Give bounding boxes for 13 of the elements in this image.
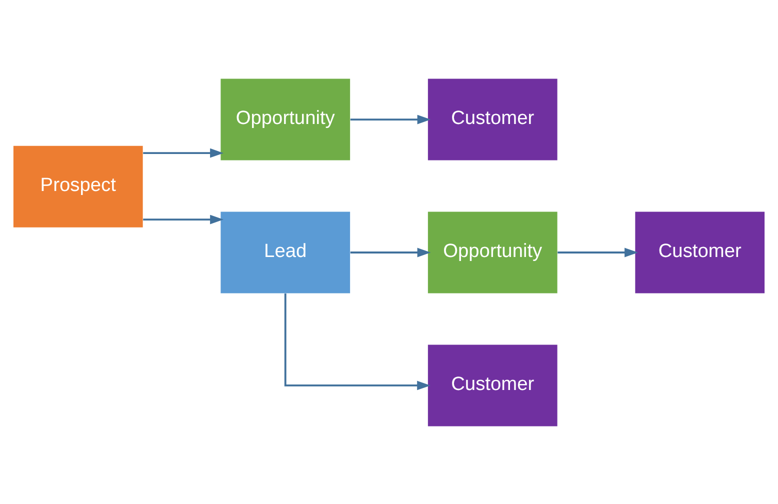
arrow: [284, 292, 431, 390]
node-box: Lead: [220, 211, 350, 293]
node-box: Customer: [428, 78, 558, 160]
arrow: [143, 214, 224, 224]
node-box: Prospect: [13, 145, 143, 227]
arrow: [350, 114, 431, 124]
node-box: Opportunity: [220, 78, 350, 160]
node-box: Customer: [635, 211, 765, 293]
arrow: [143, 148, 224, 158]
node-box: Customer: [428, 344, 558, 426]
arrow: [350, 247, 431, 257]
node-box: Opportunity: [428, 211, 558, 293]
arrow: [558, 247, 638, 257]
